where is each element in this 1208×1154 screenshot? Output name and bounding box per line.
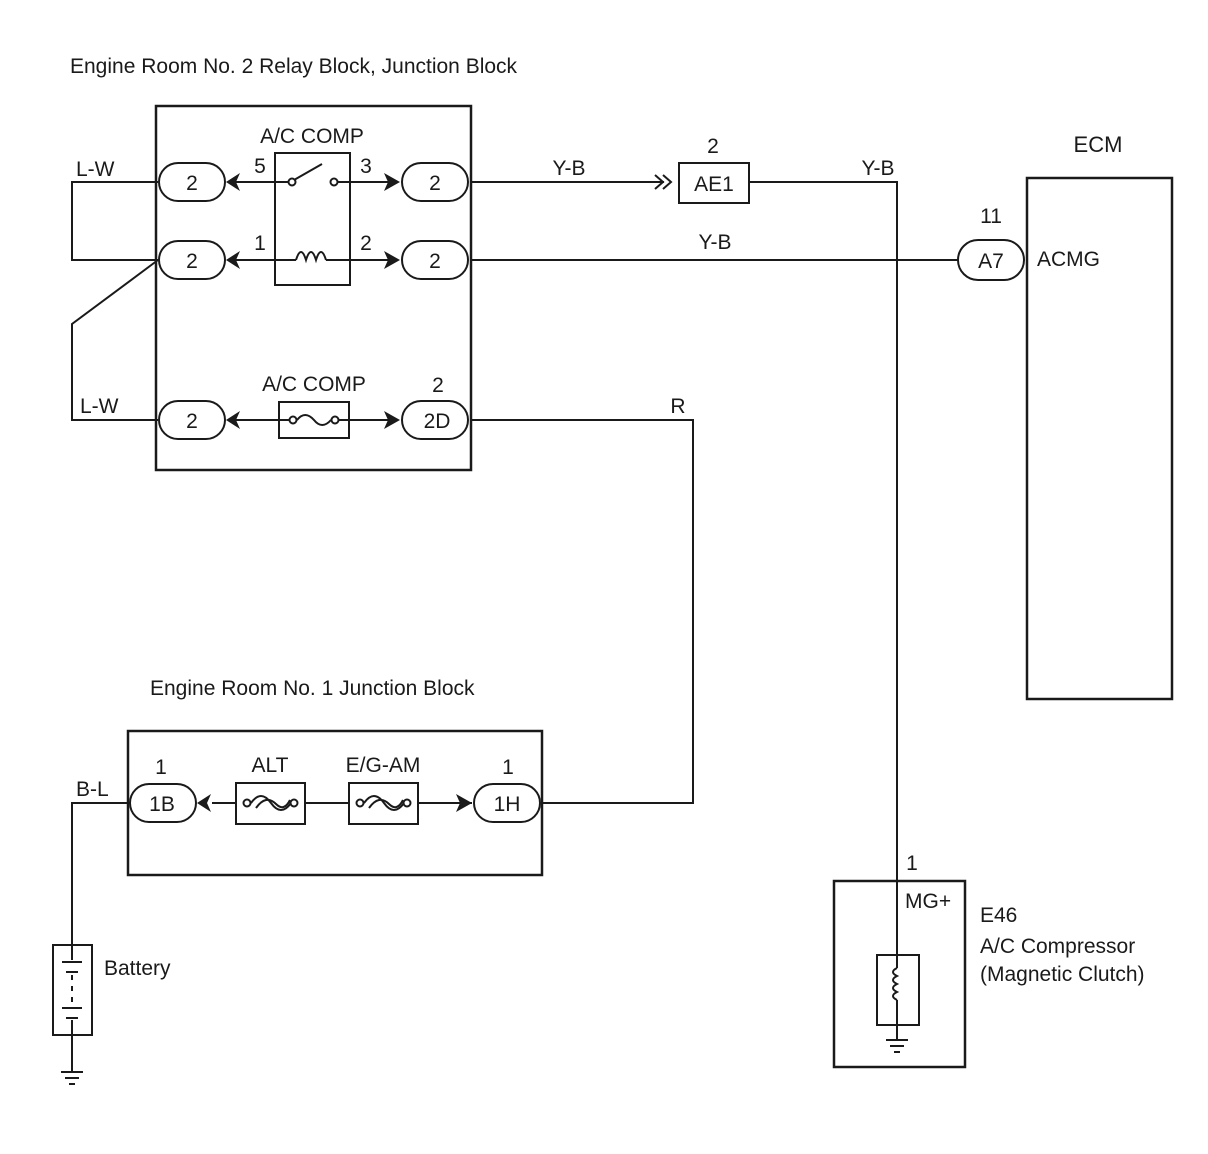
relay-switch-blade [293,163,323,181]
compressor-box [832,879,967,1069]
wire-label-bl: B-L [76,778,109,801]
pin-relay-2: 2 [360,232,372,255]
connector-arrow-lm [226,251,240,269]
battery-cells [62,945,82,1035]
wire-label-lw-top: L-W [76,158,115,181]
svg-text:1B: 1B [149,793,175,816]
connector-relay-left-mid: 2 [158,240,226,280]
e46-name: A/C Compressor [980,935,1135,958]
connector-relay-left-top: 2 [158,162,226,202]
terminal-acmg: ACMG [1037,248,1100,271]
fuse-egam-label: E/G-AM [346,754,421,777]
svg-text:2D: 2D [424,410,451,433]
relay-contact-right [329,177,339,187]
relay-coil-icon [295,251,327,264]
wire-bl [71,802,130,945]
junction-block-1-title: Engine Room No. 1 Junction Block [150,677,475,700]
relay-label: A/C COMP [260,125,364,148]
battery-label: Battery [104,957,171,980]
connector-arrow-fr [384,411,400,429]
connector-arrow-1h [456,794,472,812]
connector-relay-right-mid: 2 [401,240,469,280]
relay-component [274,152,351,286]
connector-arrow-rt [384,173,400,191]
ground-icon-compressor [886,1000,908,1053]
pin-a7: 11 [980,205,1002,228]
wire-label-r: R [670,395,685,418]
wire-label-yb-relay: Y-B [552,157,585,180]
connector-ae1: AE1 [678,162,750,204]
connector-1h: 1H [473,783,541,823]
pin-jb1-1b: 1 [155,756,167,779]
relay-block-box [154,104,473,472]
pin-fuse-2d: 2 [432,374,444,397]
lw-loop-bottom [71,259,159,421]
fuse-egam [348,782,419,825]
wire-r [470,419,694,804]
relay-block-title: Engine Room No. 2 Relay Block, Junction … [70,55,518,78]
lw-loop-top [71,181,158,261]
pin-ae1: 2 [707,135,719,158]
relay-contact-left [287,177,297,187]
fuse-terminal-right [330,415,340,425]
pin-relay-3: 3 [360,155,372,178]
ecm-box [1025,176,1174,701]
svg-text:1H: 1H [494,793,521,816]
pin-relay-5: 5 [254,155,266,178]
ground-icon-battery [61,1035,83,1085]
wire-label-lw-bottom: L-W [80,395,119,418]
connector-arrow-ae1 [654,174,673,190]
svg-text:A7: A7 [978,250,1004,273]
connector-fuse-right-2d: 2D [401,400,469,440]
pin-e46: 1 [906,852,918,875]
connector-1b: 1B [129,783,197,823]
connector-a7: A7 [957,239,1025,281]
connector-fuse-left: 2 [158,400,226,440]
connector-arrow-lt [226,173,240,191]
wire-label-yb-ecm: Y-B [698,231,731,254]
clutch-coil-icon [892,967,900,1001]
connector-arrow-rm [384,251,400,269]
e46-id: E46 [980,904,1017,927]
fuse-label: A/C COMP [262,373,366,396]
svg-text:2: 2 [186,250,198,273]
fuse-icon [296,414,332,426]
wire-yb-to-clutch [750,181,898,955]
fuse-alt [235,782,306,825]
svg-text:AE1: AE1 [694,173,734,196]
svg-text:2: 2 [429,172,441,195]
pin-jb1-1h: 1 [502,756,514,779]
connector-relay-right-top: 2 [401,162,469,202]
ecm-title: ECM [1074,132,1123,157]
fuse-terminal-left [288,415,298,425]
svg-text:2: 2 [186,410,198,433]
connector-arrow-fl [226,411,240,429]
fuse-alt-label: ALT [252,754,289,777]
pin-relay-1: 1 [254,232,266,255]
connector-arrow-1b [197,794,211,812]
e46-subname: (Magnetic Clutch) [980,963,1145,986]
svg-text:2: 2 [429,250,441,273]
wire-label-yb-clutch: Y-B [861,157,894,180]
svg-text:2: 2 [186,172,198,195]
terminal-mg-plus: MG+ [905,890,951,913]
